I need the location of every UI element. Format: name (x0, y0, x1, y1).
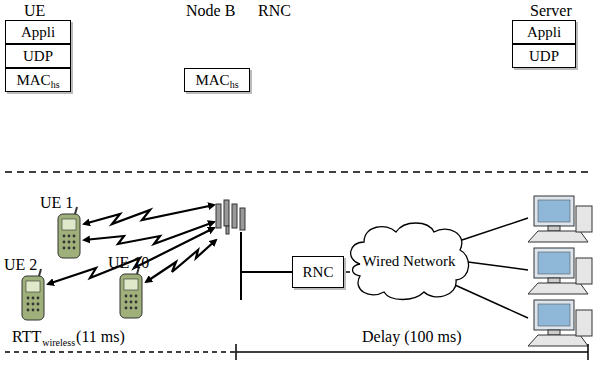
node-label: Appli (527, 24, 561, 41)
column-heading: RNC (258, 2, 291, 20)
subscript: hs (230, 79, 239, 90)
node-label: MAC (195, 72, 229, 89)
device-label: UE 2 (4, 256, 37, 274)
stack-layer: Appli (5, 20, 71, 44)
node-label: UDP (23, 48, 53, 65)
node-label: MAC (16, 72, 50, 89)
link-line (344, 271, 350, 273)
stack-layer: UDP (512, 44, 576, 68)
node-label: Appli (21, 24, 55, 41)
network-cloud: Wired Network (346, 220, 472, 302)
rnc-box: RNC (292, 256, 344, 288)
device-label: UE 1 (40, 194, 73, 212)
column-heading: UE (24, 2, 45, 20)
delay-label: RTT (12, 328, 41, 346)
column-heading: Node B (186, 2, 235, 20)
node-label: UDP (529, 48, 559, 65)
stack-layer: Appli (512, 20, 576, 44)
stack-layer: UDP (5, 44, 71, 68)
stack-layer: MAChs (184, 68, 250, 92)
node-label: Wired Network (362, 253, 455, 270)
column-heading: Server (530, 2, 572, 20)
subscript: hs (51, 79, 60, 90)
node-label: RNC (303, 264, 334, 281)
delay-label: (11 ms) (76, 328, 125, 346)
stack-layer: MAChs (5, 68, 71, 92)
delay-label: wireless (42, 337, 75, 348)
delay-label: Delay (100 ms) (362, 328, 462, 346)
device-label: UE 10 (108, 254, 149, 272)
